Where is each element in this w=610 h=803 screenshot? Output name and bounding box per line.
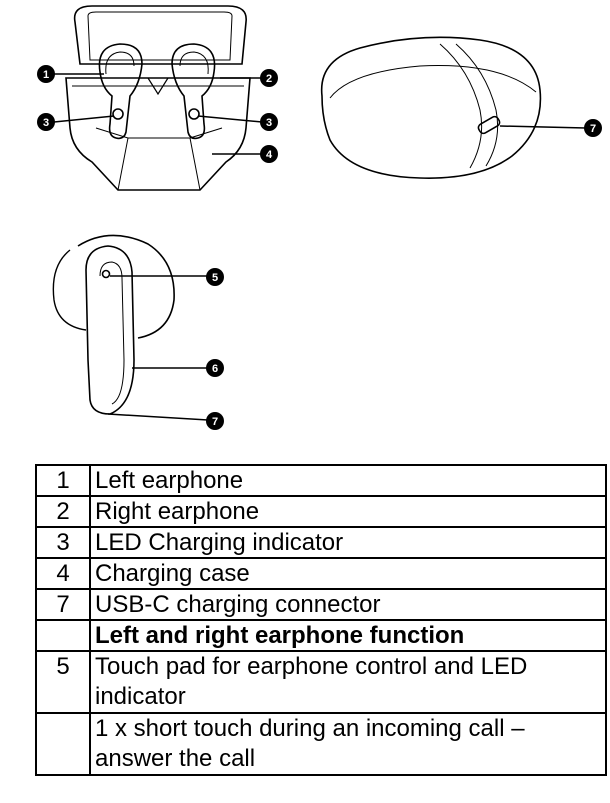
svg-text:4: 4 bbox=[266, 149, 273, 161]
legend-row: 2 Right earphone bbox=[35, 495, 607, 528]
svg-text:1: 1 bbox=[43, 69, 49, 81]
legend-number: 3 bbox=[35, 526, 91, 559]
callout-marker-1: 1 bbox=[37, 65, 55, 83]
callout-marker-2: 2 bbox=[260, 69, 278, 87]
parts-legend-table: 1 Left earphone 2 Right earphone 3 LED C… bbox=[35, 464, 607, 776]
legend-number: 7 bbox=[35, 588, 91, 621]
legend-description: Left earphone bbox=[89, 464, 607, 497]
leader-line-7-case bbox=[499, 125, 587, 129]
legend-number: 4 bbox=[35, 557, 91, 590]
product-diagram: 1 2 3 3 4 7 5 6 7 bbox=[37, 5, 602, 430]
leader-line-3-left bbox=[53, 115, 115, 123]
legend-number: 1 bbox=[35, 464, 91, 497]
legend-number bbox=[35, 619, 91, 652]
svg-text:7: 7 bbox=[590, 123, 596, 135]
legend-row: 5 Touch pad for earphone control and LED… bbox=[35, 650, 607, 714]
svg-text:3: 3 bbox=[266, 117, 272, 129]
legend-row: 1 x short touch during an incoming call … bbox=[35, 712, 607, 776]
legend-section-heading-row: Left and right earphone function bbox=[35, 619, 607, 652]
callout-marker-3-right: 3 bbox=[260, 113, 278, 131]
svg-text:5: 5 bbox=[212, 272, 218, 284]
closed-charging-case-illustration bbox=[320, 36, 542, 179]
legend-number: 5 bbox=[35, 650, 91, 714]
open-charging-case-illustration bbox=[65, 5, 251, 191]
legend-description: USB-C charging connector bbox=[89, 588, 607, 621]
leader-line-3-right bbox=[197, 115, 263, 123]
legend-row: 4 Charging case bbox=[35, 557, 607, 590]
legend-description: Touch pad for earphone control and LED i… bbox=[89, 650, 607, 714]
callout-marker-3-left: 3 bbox=[37, 113, 55, 131]
legend-description: 1 x short touch during an incoming call … bbox=[89, 712, 607, 776]
leader-line-7-earphone bbox=[107, 413, 209, 421]
svg-text:7: 7 bbox=[212, 416, 218, 428]
svg-text:2: 2 bbox=[266, 73, 272, 85]
callout-marker-7-earphone: 7 bbox=[206, 412, 224, 430]
callout-marker-7-case: 7 bbox=[584, 119, 602, 137]
legend-row: 3 LED Charging indicator bbox=[35, 526, 607, 559]
legend-description: LED Charging indicator bbox=[89, 526, 607, 559]
legend-number bbox=[35, 712, 91, 776]
legend-section-heading: Left and right earphone function bbox=[89, 619, 607, 652]
legend-description: Charging case bbox=[89, 557, 607, 590]
callout-marker-5: 5 bbox=[206, 268, 224, 286]
legend-description: Right earphone bbox=[89, 495, 607, 528]
legend-number: 2 bbox=[35, 495, 91, 528]
callout-marker-4: 4 bbox=[260, 145, 278, 163]
callout-marker-6: 6 bbox=[206, 359, 224, 377]
legend-row: 1 Left earphone bbox=[35, 464, 607, 497]
svg-text:3: 3 bbox=[43, 117, 49, 129]
legend-row: 7 USB-C charging connector bbox=[35, 588, 607, 621]
single-earphone-illustration bbox=[52, 234, 175, 415]
svg-text:6: 6 bbox=[212, 363, 218, 375]
